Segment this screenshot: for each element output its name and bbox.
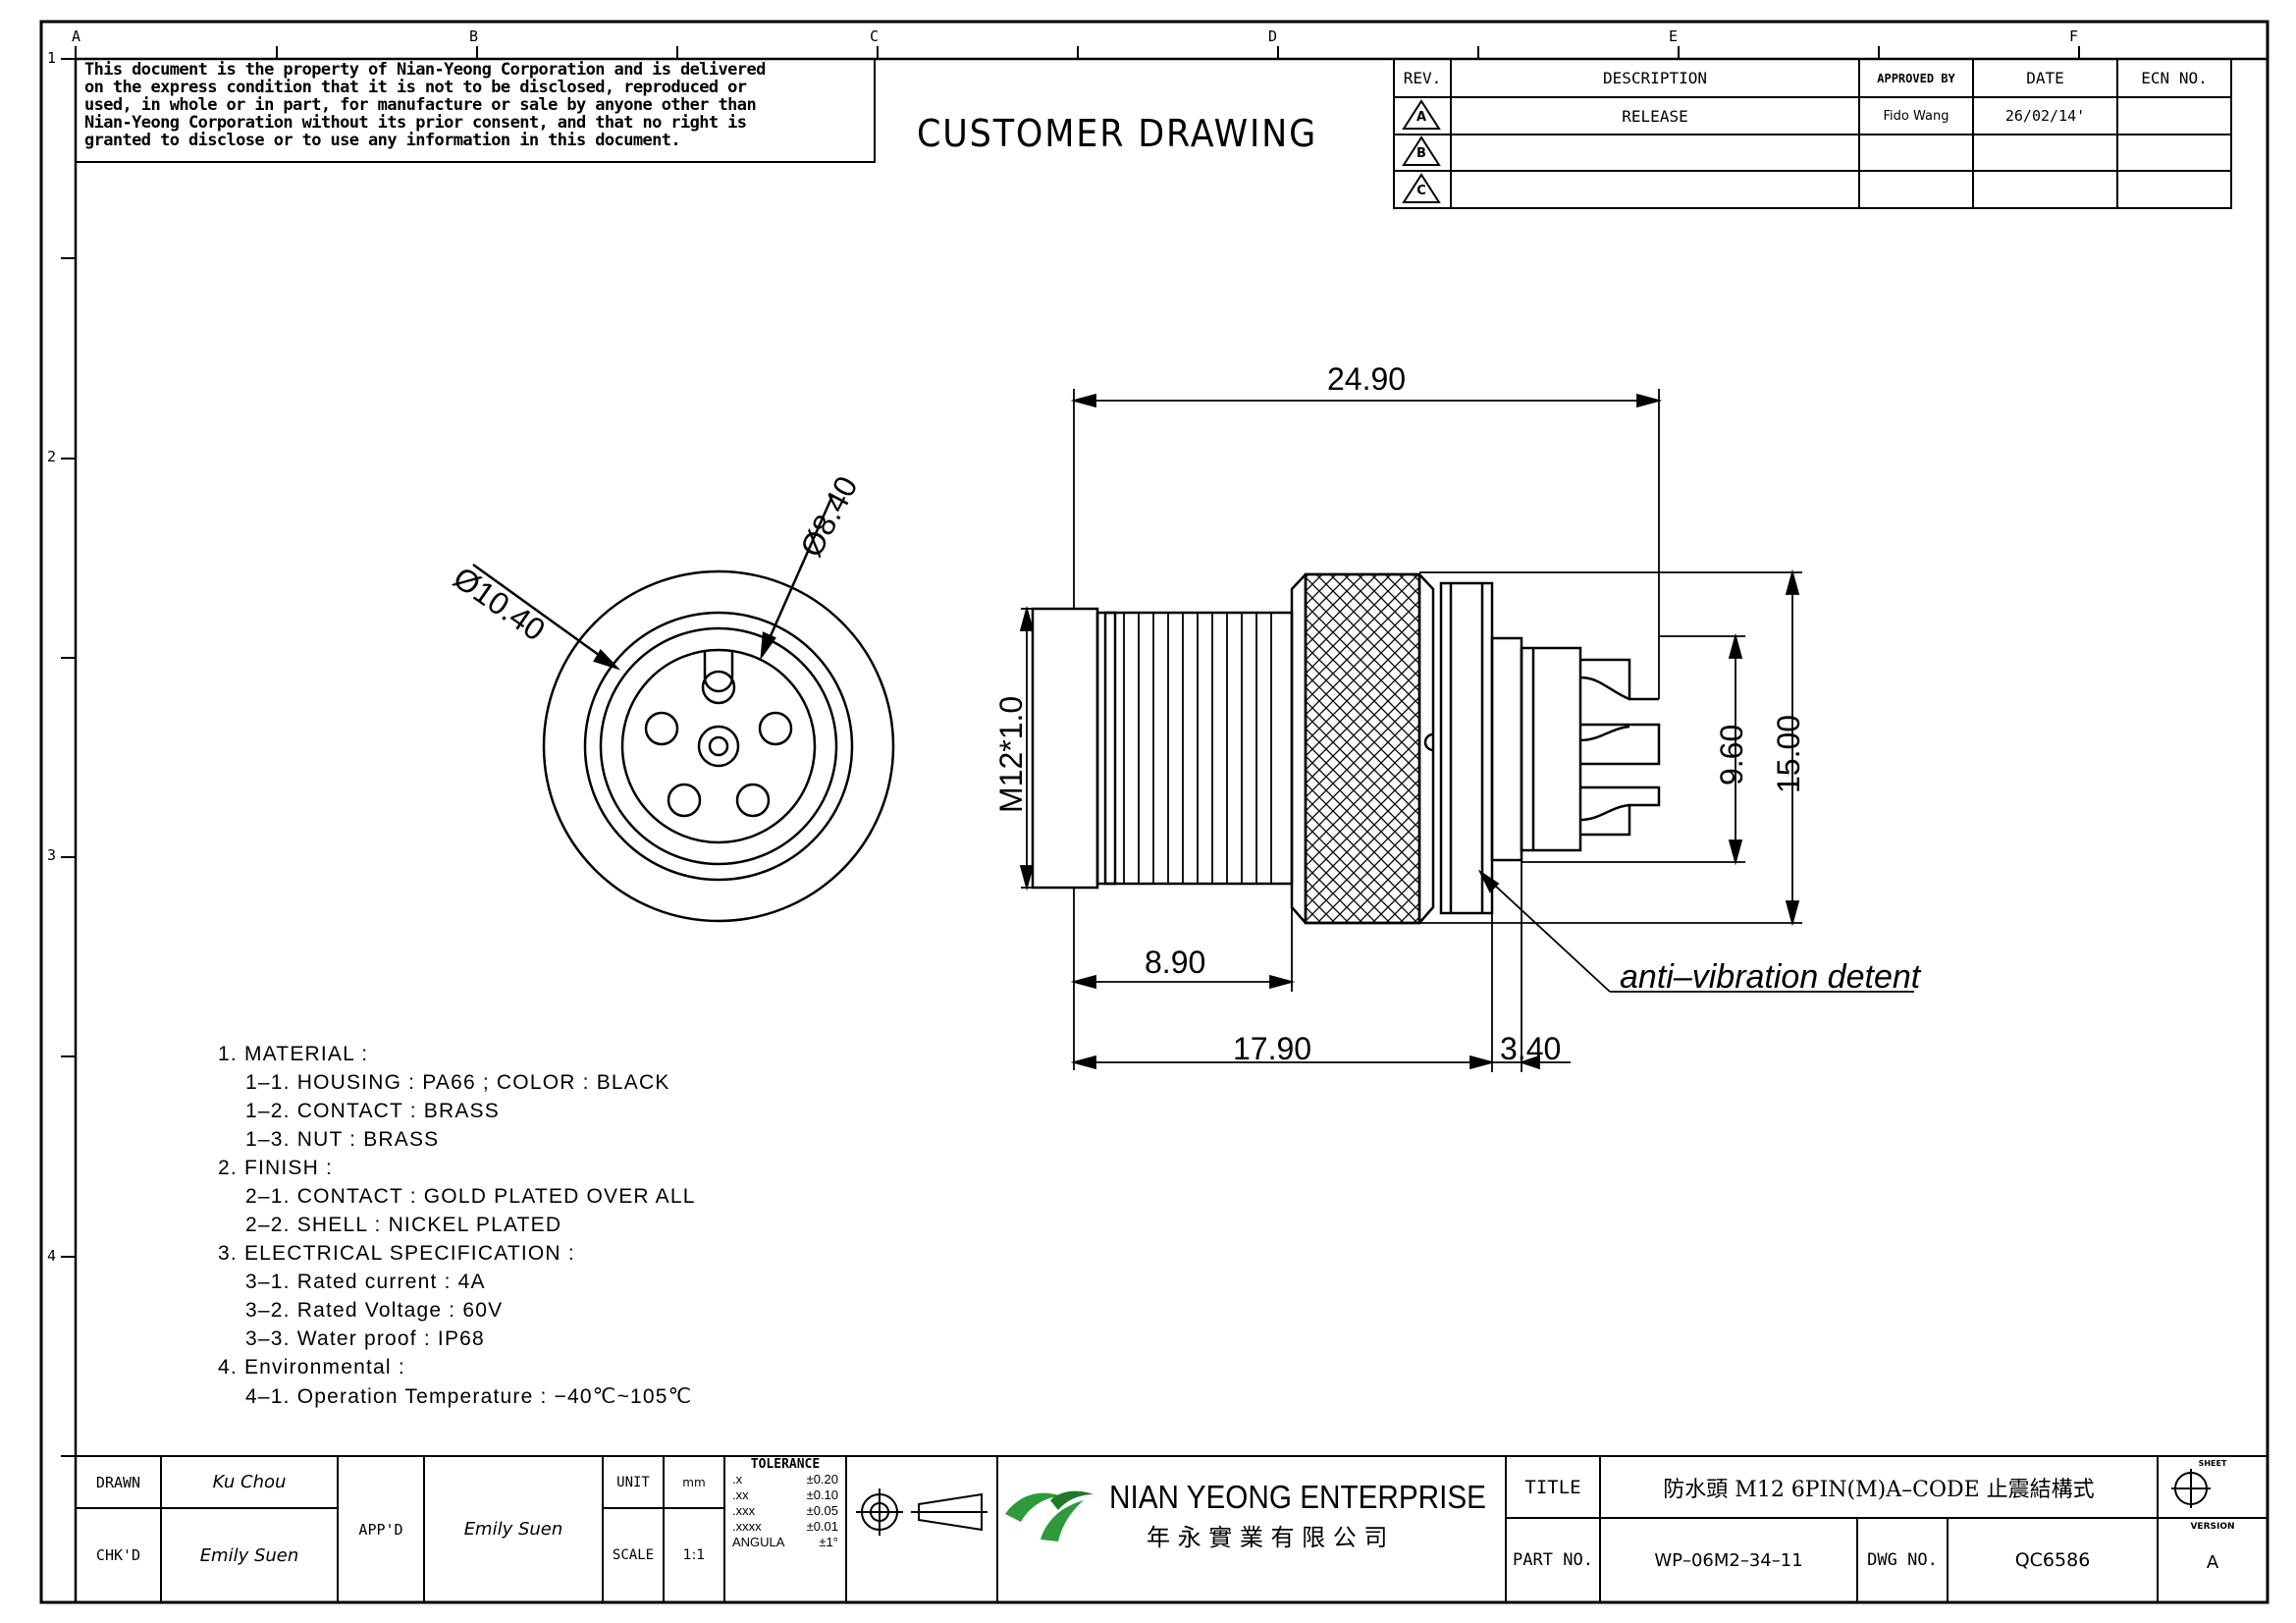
tolerance-key: .xxxx [732, 1519, 762, 1534]
notice-line: used, in whole or in part, for manufactu… [84, 96, 757, 114]
zone-number-3: 3 [47, 846, 57, 864]
side-view [1031, 572, 1661, 925]
dim-height: 15.00 [1771, 714, 1806, 793]
tolerance-value: ±0.01 [806, 1519, 838, 1534]
inner-border [74, 57, 2269, 1604]
dim-body-length: 17.90 [1233, 1031, 1312, 1066]
zone-number-1: 1 [47, 49, 57, 67]
title-label: TITLE [1524, 1476, 1581, 1498]
note-line: 1–1. HOUSING : PA66 ; COLOR : BLACK [245, 1071, 670, 1094]
tolerance-value: ±1° [819, 1535, 838, 1549]
zone-letter-d: D [1268, 27, 1278, 45]
note-line: 2–2. SHELL : NICKEL PLATED [245, 1214, 562, 1236]
tolerance-key: .xxx [732, 1503, 756, 1518]
notice-line: This document is the property of Nian-Ye… [84, 61, 766, 79]
unit-value: mm [682, 1475, 706, 1489]
dim-overall-length: 24.90 [1327, 361, 1407, 397]
note-line: 2. FINISH : [218, 1157, 334, 1179]
tolerance-value: ±0.05 [806, 1503, 838, 1518]
note-line: 2–1. CONTACT : GOLD PLATED OVER ALL [245, 1185, 696, 1208]
dim-pin-span: 9.60 [1714, 724, 1749, 785]
version-value: A [2206, 1551, 2219, 1573]
tolerance-label: TOLERANCE [750, 1457, 821, 1472]
version-label: VERSION [2190, 1522, 2235, 1532]
spec-notes: 1. MATERIAL : 1–1. HOUSING : PA66 ; COLO… [218, 1043, 696, 1413]
note-line: 1. MATERIAL : [218, 1043, 369, 1065]
zone-letter-b: B [469, 27, 479, 45]
scale-label: SCALE [612, 1547, 655, 1563]
part-label: PART NO. [1513, 1550, 1593, 1570]
rev-header: REV. [1403, 69, 1442, 87]
zone-letter-c: C [870, 27, 880, 45]
tolerance-key: .xx [732, 1488, 749, 1502]
notice-line: on the express condition that it is not … [84, 79, 747, 96]
approved-by: Emily Suen [463, 1519, 563, 1540]
confidentiality-notice: This document is the property of Nian-Ye… [84, 61, 878, 149]
note-line: 3. ELECTRICAL SPECIFICATION : [218, 1242, 575, 1265]
approved-label: APP'D [358, 1520, 403, 1539]
ecn-header: ECN NO. [2141, 69, 2208, 87]
notice-box [75, 58, 876, 163]
description-header: DESCRIPTION [1603, 69, 1707, 87]
zone-ticks [61, 46, 2269, 1457]
zone-number-4: 4 [47, 1247, 57, 1265]
front-view [472, 495, 895, 923]
tolerance-key: .x [732, 1472, 743, 1487]
rev-a-label: A [1415, 109, 1427, 125]
title-block-lines [76, 1455, 2268, 1602]
rev-b-label: B [1416, 145, 1426, 161]
tolerance-value: ±0.10 [806, 1488, 838, 1502]
dwg-value: QC6586 [2014, 1549, 2091, 1571]
dwg-label: DWG NO. [1867, 1550, 1938, 1570]
title-value: 防水頭 M12 6PIN(M)A–CODE 止震結構式 [1663, 1477, 2095, 1502]
drawing-label: CUSTOMER DRAWING [917, 112, 1318, 155]
zone-letter-a: A [72, 27, 81, 45]
zone-number-2: 2 [47, 448, 57, 465]
drawn-by: Ku Chou [212, 1472, 287, 1492]
dim-thread: M12*1.0 [993, 695, 1029, 813]
note-line: 4–1. Operation Temperature : −40℃~105℃ [245, 1385, 693, 1408]
projection-symbol [856, 1488, 988, 1536]
sheet-label: SHEET [2198, 1458, 2227, 1468]
zone-letter-e: E [1669, 27, 1679, 45]
company-name-en: NIAN YEONG ENTERPRISE [1109, 1479, 1486, 1515]
drawn-label: DRAWN [95, 1473, 141, 1491]
notice-line: granted to disclose or to use any inform… [84, 132, 681, 149]
checked-label: CHK'D [95, 1546, 141, 1564]
company-logo [1005, 1490, 1094, 1542]
note-line: 3–3. Water proof : IP68 [245, 1327, 485, 1350]
approved-by-header: APPROVED BY [1877, 71, 1955, 85]
sheet-symbol [2171, 1469, 2211, 1508]
checked-by: Emily Suen [199, 1544, 299, 1566]
revision-table-lines [1393, 58, 2232, 209]
tolerance-key: ANGULA [732, 1535, 785, 1549]
note-line: 4. Environmental : [218, 1356, 405, 1379]
rev-triangles [1402, 99, 1441, 203]
scale-value: 1:1 [682, 1547, 706, 1563]
rev-a-description: RELEASE [1622, 106, 1688, 126]
rev-a-date: 26/02/14' [2004, 107, 2086, 125]
rev-a-approved-by: Fido Wang [1883, 108, 1949, 124]
dimension-lines [1019, 389, 1914, 1072]
dim-thread-length: 8.90 [1145, 945, 1206, 980]
tolerance-block: TOLERANCE .x ±0.20 .xx ±0.10 .xxx ±0.05 … [726, 1457, 844, 1600]
anti-vibration-callout: anti–vibration detent [1620, 958, 1921, 996]
tolerance-value: ±0.20 [806, 1472, 838, 1487]
zone-letter-f: F [2069, 27, 2079, 45]
company-name-zh: 年 永 實 業 有 限 公 司 [1147, 1524, 1388, 1551]
note-line: 1–3. NUT : BRASS [245, 1128, 440, 1151]
note-line: 3–2. Rated Voltage : 60V [245, 1299, 504, 1322]
date-header: DATE [2026, 69, 2064, 87]
part-value: WP–06M2–34–11 [1654, 1549, 1803, 1571]
notice-line: Nian-Yeong Corporation without its prior… [84, 114, 747, 132]
dim-tail-length: 3.40 [1500, 1031, 1562, 1066]
unit-label: UNIT [616, 1474, 650, 1490]
note-line: 3–1. Rated current : 4A [245, 1271, 486, 1293]
rev-c-label: C [1416, 183, 1426, 198]
note-line: 1–2. CONTACT : BRASS [245, 1100, 500, 1122]
